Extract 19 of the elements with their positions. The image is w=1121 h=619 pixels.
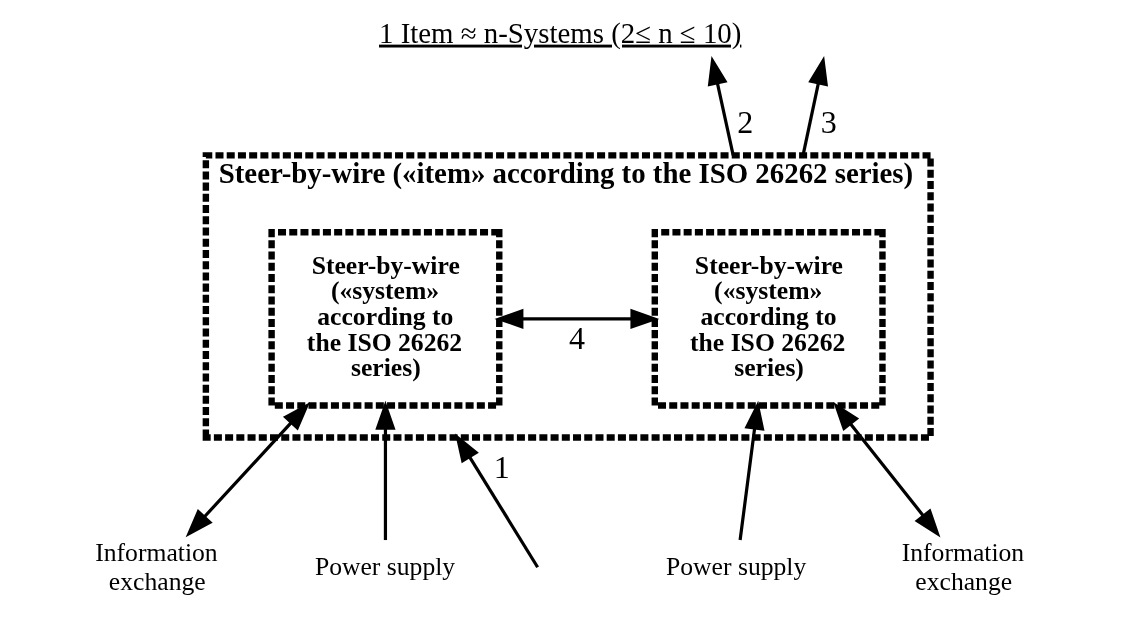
node-box: Steer-by-wire («system» according to the ISO 26262 series)	[651, 229, 886, 409]
arrow	[832, 402, 940, 538]
diagram-title: 1 Item ≈ n-Systems (2≤ n ≤ 10)	[378, 16, 741, 49]
arrow	[374, 400, 396, 541]
edge-label: 2	[736, 103, 753, 140]
arrow	[185, 402, 310, 538]
edge-label: 3	[820, 103, 837, 140]
arrow	[494, 308, 659, 329]
edge-label: 4	[568, 320, 585, 357]
edge-label: 1	[493, 448, 510, 485]
arrow	[738, 400, 764, 541]
node-text: Power supply	[314, 552, 455, 582]
node-text: Information exchange	[94, 537, 218, 596]
arrow	[707, 56, 735, 156]
arrow	[800, 56, 828, 156]
node-text: Power supply	[665, 552, 806, 582]
node-box: Steer-by-wire («system» according to the ISO 26262 series)	[267, 229, 502, 409]
node-text: Information exchange	[901, 537, 1024, 596]
arrow	[454, 433, 539, 569]
